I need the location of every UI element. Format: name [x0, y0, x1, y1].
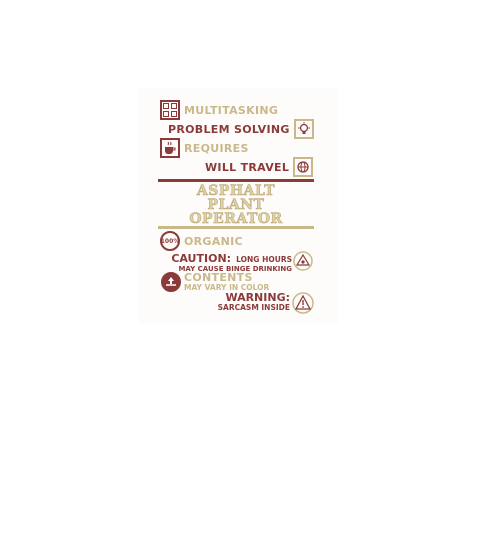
badge-text: 100% [160, 237, 180, 245]
will-travel-text: WILL TRAVEL [205, 160, 290, 174]
title-line-3: OPERATOR [189, 211, 283, 227]
problem-solving-text: PROBLEM SOLVING [168, 122, 290, 136]
eye-triangle-icon [293, 251, 313, 275]
organic-text: ORGANIC [184, 234, 243, 248]
organic-row: 100% ORGANIC [160, 231, 243, 251]
vary-text: MAY VARY IN COLOR [184, 283, 270, 292]
contents-block: CONTENTS MAY VARY IN COLOR [184, 272, 269, 293]
warning-text: WARNING: [225, 291, 290, 304]
sarcasm-text: SARCASM INSIDE [217, 303, 290, 312]
lightbulb-icon [293, 119, 314, 139]
warning-triangle-icon [292, 292, 314, 318]
will-travel-row: WILL TRAVEL [205, 157, 314, 177]
caution-text: CAUTION: [171, 252, 232, 265]
coffee-cup-icon [160, 138, 180, 158]
multitasking-row: MULTITASKING [160, 100, 278, 120]
job-title: ASPHALT PLANT OPERATOR [158, 183, 314, 227]
requires-text: REQUIRES [184, 141, 249, 155]
problem-solving-row: PROBLEM SOLVING [168, 119, 314, 139]
warning-block: WARNING: SARCASM INSIDE [180, 292, 290, 313]
divider-top [158, 179, 314, 182]
binge-text: MAY CAUSE BINGE DRINKING [178, 265, 292, 273]
recycle-icon [161, 272, 181, 292]
requires-row: REQUIRES [160, 138, 249, 158]
caution-block: CAUTION: LONG HOURS MAY CAUSE BINGE DRIN… [160, 251, 292, 274]
multitasking-text: MULTITASKING [184, 103, 279, 117]
divider-bottom [158, 226, 314, 229]
contents-text: CONTENTS [184, 271, 253, 284]
long-hours-text: LONG HOURS [236, 255, 292, 264]
globe-icon [293, 157, 314, 177]
100-percent-badge-icon: 100% [160, 231, 180, 251]
title-line-1: ASPHALT [196, 183, 276, 199]
title-line-2: PLANT [207, 197, 265, 213]
window-grid-icon [160, 100, 180, 120]
